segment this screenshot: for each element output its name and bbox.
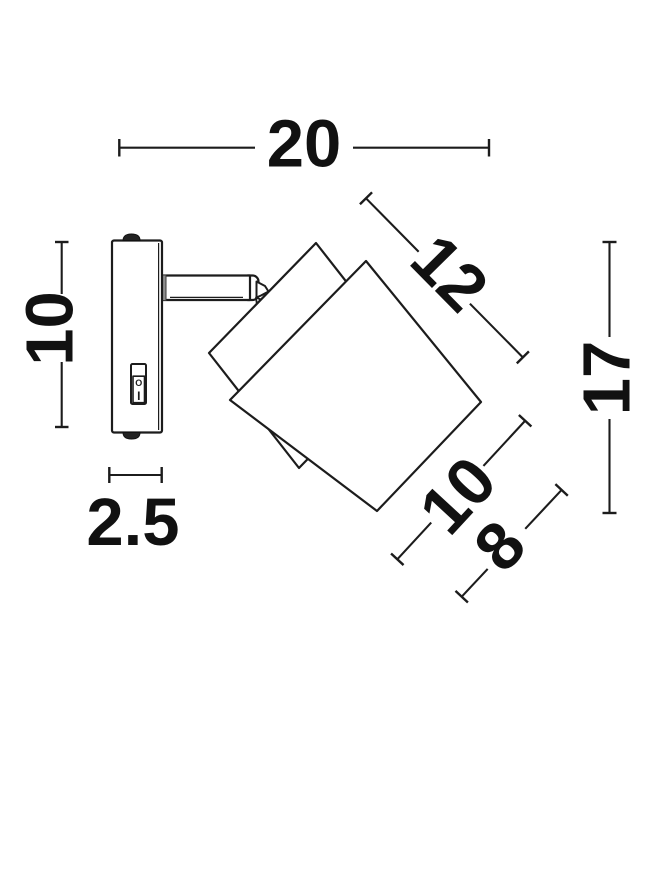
dim-line-upper <box>482 420 526 467</box>
bracket-bottom-knob <box>122 432 141 440</box>
dim-label-total-height: 17 <box>570 341 645 416</box>
dim-bracket-depth: 2.5 <box>86 467 180 560</box>
dim-total-width: 20 <box>118 107 491 182</box>
dim-line-lower <box>396 521 432 561</box>
bracket-top-knob <box>122 233 141 241</box>
dim-tick-start <box>454 590 469 604</box>
switch-on-symbol: I <box>137 389 140 403</box>
lamp-head-body <box>228 259 483 513</box>
dim-line-lower <box>460 568 489 598</box>
dim-bracket-height: 10 <box>12 240 87 429</box>
mounting-arm <box>160 274 270 307</box>
dim-tick-end <box>518 414 533 428</box>
dim-line-upper <box>365 197 420 253</box>
dim-line-upper <box>524 489 563 530</box>
switch-off-symbol: O <box>135 378 142 388</box>
dim-line-lower <box>469 302 524 359</box>
dim-label-head-length: 12 <box>396 221 502 327</box>
dim-total-height: 17 <box>570 240 645 515</box>
lamp-head <box>207 241 483 513</box>
dim-tick-start <box>390 552 405 566</box>
wall-bracket: O I <box>110 233 164 440</box>
dim-tick-start <box>359 191 373 206</box>
dim-label-bracket-height: 10 <box>12 291 87 366</box>
dim-label-total-width: 20 <box>267 107 342 182</box>
dim-tick-end <box>554 483 569 497</box>
dim-label-bracket-depth: 2.5 <box>86 485 179 560</box>
power-switch: O I <box>130 363 147 405</box>
dim-tick-end <box>515 350 530 365</box>
switch-rocker <box>132 375 146 404</box>
arm-bar <box>160 274 252 302</box>
hinge-joint <box>255 280 270 299</box>
